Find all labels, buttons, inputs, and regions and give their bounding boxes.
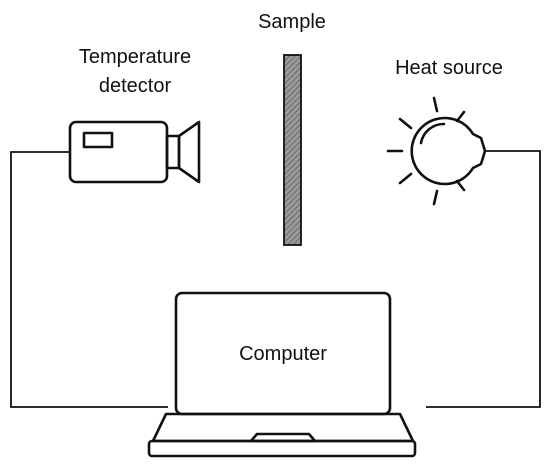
sample-label: Sample	[258, 11, 326, 33]
heat-source-to-computer-wire	[426, 150, 541, 408]
computer-label: Computer	[239, 343, 327, 365]
video-camera-icon	[68, 120, 201, 184]
sample-plate	[283, 54, 302, 246]
detector-to-computer-wire	[10, 151, 168, 408]
detector-label-line1: Temperature	[79, 46, 191, 68]
light-bulb-icon	[386, 96, 487, 206]
laptop-icon	[147, 291, 417, 458]
detector-label-line2: detector	[99, 75, 172, 97]
heat-source-label: Heat source	[395, 57, 503, 79]
